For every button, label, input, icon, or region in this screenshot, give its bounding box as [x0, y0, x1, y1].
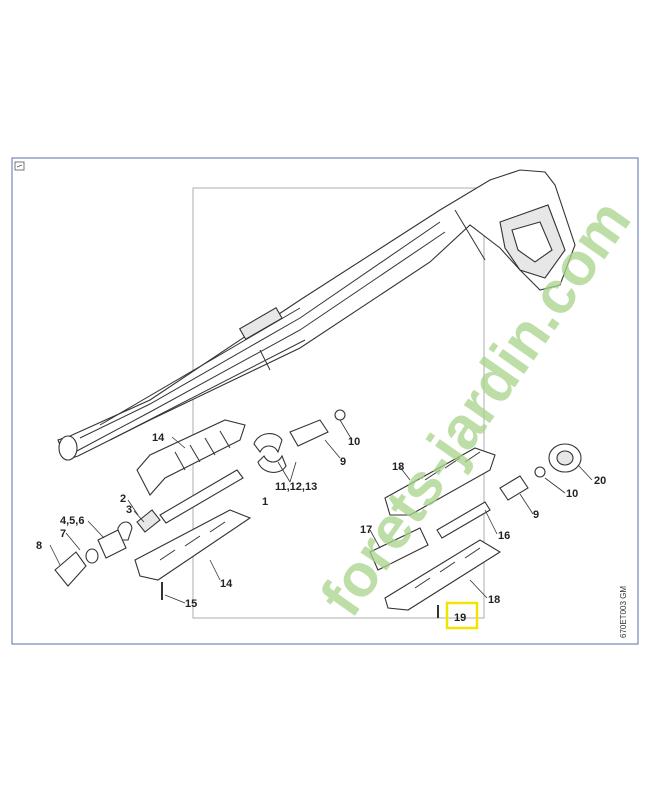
callout-11-12-13: 11,12,13 — [275, 481, 317, 493]
callout-10-lower: 10 — [566, 488, 578, 500]
callout-10-upper: 10 — [348, 436, 360, 448]
fitting-9-lower — [499, 466, 546, 501]
half-shell-14-bottom — [134, 509, 252, 581]
fitting-9-upper — [289, 409, 346, 447]
callout-8: 8 — [36, 540, 42, 552]
callout-4-5-6: 4,5,6 — [60, 515, 84, 527]
callout-15: 15 — [185, 598, 197, 610]
callout-14-bottom: 14 — [220, 578, 233, 590]
page-corner-icon — [14, 161, 25, 171]
tube-16 — [436, 501, 491, 539]
fitting-17 — [369, 527, 429, 571]
highlight-19 — [445, 601, 479, 630]
cap-20 — [548, 443, 582, 473]
callout-20: 20 — [594, 475, 606, 487]
callout-17: 17 — [360, 524, 372, 536]
diagram-border — [11, 157, 639, 645]
callout-7: 7 — [60, 528, 66, 540]
callout-18-top: 18 — [392, 461, 404, 473]
half-shell-18-bottom — [384, 539, 502, 611]
callout-16: 16 — [498, 530, 510, 542]
spray-lance — [57, 169, 576, 461]
tube-1 — [159, 469, 244, 524]
callout-3: 3 — [126, 504, 132, 516]
leader-lines — [49, 419, 593, 604]
clamp-rings-11-12-13 — [253, 433, 287, 473]
drawing-code: 670ET003 GM — [619, 586, 628, 638]
callout-18-bottom: 18 — [488, 594, 500, 606]
callout-9-upper: 9 — [340, 456, 346, 468]
nozzle-group-left — [54, 509, 161, 587]
callout-19: 19 — [454, 612, 466, 624]
callout-1: 1 — [262, 496, 268, 508]
half-shell-18-top — [384, 447, 496, 516]
callout-2: 2 — [120, 493, 126, 505]
inner-frame — [192, 187, 485, 619]
callout-9-lower: 9 — [533, 509, 539, 521]
callout-14-top: 14 — [152, 432, 165, 444]
half-shell-14-top — [136, 419, 246, 496]
